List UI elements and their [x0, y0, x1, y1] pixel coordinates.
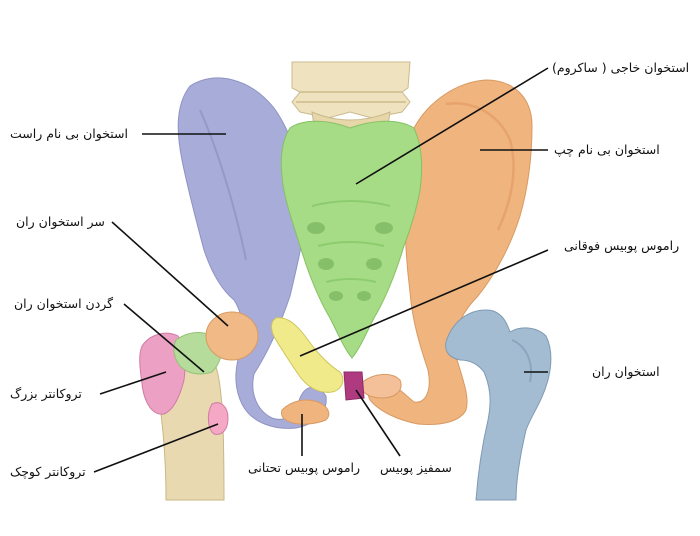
label-femoral-head: سر استخوان ران [16, 214, 105, 229]
label-inferior-pubic-ramus: راموس پوبیس تحتانی [248, 460, 361, 475]
superior-pubic-ramus [271, 317, 344, 393]
label-left-hip-bone: استخوان بی نام چپ [554, 142, 660, 157]
leader-symphysis [355, 389, 401, 457]
label-lesser-trochanter: تروکانتر کوچک [10, 464, 86, 479]
right-femur [139, 311, 259, 501]
leader-superior-ramus [299, 249, 549, 357]
leader-greater-trochanter [99, 371, 167, 395]
leader-lesser-trochanter [93, 423, 219, 473]
left-femur-contour [511, 339, 532, 383]
label-pubic-symphysis: سمفیز پوبیس [380, 460, 452, 475]
leader-sacrum [355, 67, 549, 185]
label-superior-pubic-ramus: راموس پوبیس فوقانی [564, 238, 680, 253]
leader-femoral-head [111, 221, 229, 327]
leader-femoral-neck [123, 303, 205, 373]
inferior-pubic-ramus [281, 399, 330, 425]
label-femoral-neck: گردن استخوان ران [14, 296, 114, 311]
left-hip-contour [445, 102, 515, 231]
left-femur [445, 309, 552, 501]
left-pubic-ramus [359, 374, 402, 399]
right-hip-contour [199, 109, 247, 261]
pubic-symphysis [343, 371, 365, 401]
leader-lines [93, 67, 549, 473]
lesser-trochanter [207, 402, 229, 435]
label-sacrum: استخوان خاجی ( ساکروم) [552, 60, 690, 75]
sacrum-bone [280, 120, 423, 359]
femoral-head [205, 311, 259, 361]
label-right-hip-bone: استخوان بی نام راست [10, 126, 128, 141]
label-greater-trochanter: تروکانتر بزرگ [10, 386, 82, 401]
label-femur: استخوان ران [592, 364, 660, 379]
